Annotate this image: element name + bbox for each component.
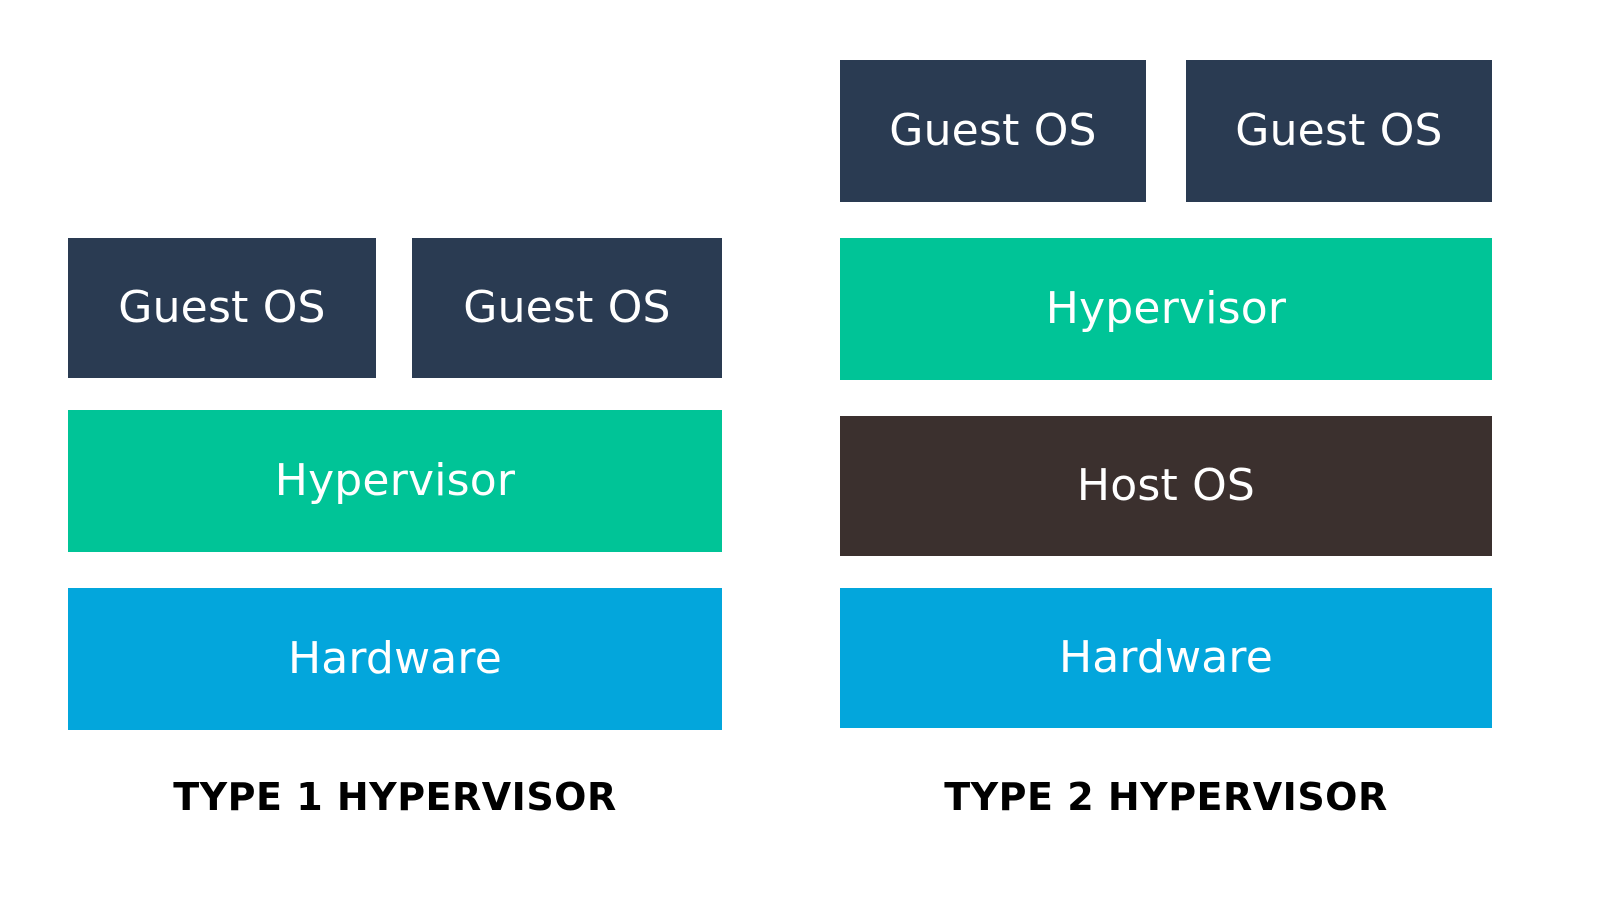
type1-hardware-block: Hardware <box>68 588 722 730</box>
type1-hypervisor-label: Hypervisor <box>274 455 516 506</box>
type2-host-os-block: Host OS <box>840 416 1492 556</box>
type1-guest-os-label-2: Guest OS <box>463 282 671 333</box>
type2-guest-os-block-1: Guest OS <box>840 60 1146 202</box>
type2-guest-os-label-1: Guest OS <box>889 105 1097 156</box>
type2-hypervisor-label: Hypervisor <box>1045 283 1287 334</box>
type1-guest-os-block-2: Guest OS <box>412 238 722 378</box>
type1-guest-os-label-1: Guest OS <box>118 282 326 333</box>
type2-hypervisor-block: Hypervisor <box>840 238 1492 380</box>
type2-guest-os-label-2: Guest OS <box>1235 105 1443 156</box>
type2-hardware-block: Hardware <box>840 588 1492 728</box>
type1-hardware-label: Hardware <box>287 633 503 684</box>
type2-host-os-label: Host OS <box>1076 460 1256 511</box>
type1-guest-os-block-1: Guest OS <box>68 238 376 378</box>
type1-hypervisor-block: Hypervisor <box>68 410 722 552</box>
type2-hardware-label: Hardware <box>1058 632 1274 683</box>
type2-guest-os-block-2: Guest OS <box>1186 60 1492 202</box>
type2-caption: TYPE 2 HYPERVISOR <box>944 775 1388 819</box>
type1-caption: TYPE 1 HYPERVISOR <box>173 775 617 819</box>
